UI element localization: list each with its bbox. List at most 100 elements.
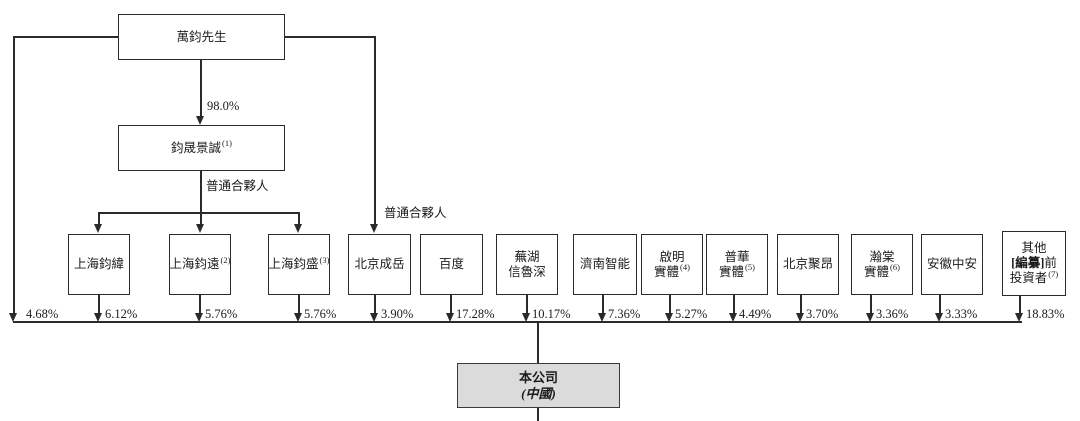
footnote-ref: (5) [745, 262, 755, 273]
arrowhead [94, 313, 102, 322]
connector-qiming-down [669, 295, 671, 313]
connector-gpvehicle-down [200, 171, 202, 224]
arrowhead-into-beijing-chengyue [370, 224, 378, 233]
arrowhead [866, 313, 874, 322]
connector-wuhu-xinlushen-down [526, 295, 528, 313]
ownership-percentage: 5.76% [205, 307, 238, 321]
redacted-tag: [編纂] [1011, 256, 1045, 270]
ownership-percentage: 7.36% [608, 307, 641, 321]
entity-name: 前 [1044, 256, 1057, 270]
footnote-ref: (6) [890, 262, 900, 273]
arrowhead [796, 313, 804, 322]
connector-bus-to-company [537, 322, 539, 363]
connector-other-investors-down [1019, 296, 1021, 313]
entity-name: 投資者 [1009, 271, 1048, 285]
entity-name: 蕪湖 [514, 249, 540, 264]
entity-name: 啟明 [659, 249, 685, 264]
entity-name: 萬鈞先生 [176, 29, 227, 44]
arrowhead [665, 313, 673, 322]
arrowhead [1015, 313, 1023, 322]
connector-hantang-down [870, 295, 872, 313]
connector-founder-left [13, 36, 118, 38]
connector-branch-right [298, 212, 300, 224]
box-shanghai-junwei: 上海鈞緯 [68, 234, 130, 295]
entity-name: 實體 [719, 264, 745, 279]
ownership-percentage: 3.90% [381, 307, 414, 321]
arrowhead-into-shanghai-junyuan [196, 224, 204, 233]
ownership-percentage: 4.49% [739, 307, 772, 321]
box-other-investors: 其他 [編纂]前 投資者(7) [1002, 231, 1066, 296]
entity-name: 北京聚昂 [782, 257, 833, 271]
connector-shanghai-junyuan-down [199, 295, 201, 313]
entity-name: 百度 [438, 257, 464, 271]
connector-shanghai-junwei-down [98, 295, 100, 313]
ownership-percentage: 17.28% [456, 307, 495, 321]
ownership-percentage-label: 98.0% [207, 99, 240, 113]
connector-founder-to-gpvehicle [200, 60, 202, 116]
entity-name: 其他 [1021, 241, 1047, 255]
box-puhua-entity: 普華 實體(5) [706, 234, 768, 295]
arrowhead-founder-direct [9, 313, 17, 322]
footnote-ref: (1) [222, 138, 232, 149]
connector-branch-left [98, 212, 100, 224]
ownership-percentage: 3.70% [806, 307, 839, 321]
arrowhead [935, 313, 943, 322]
connector-anhui-zhongan-down [939, 295, 941, 313]
connector-founder-right-down [374, 36, 376, 224]
entity-name: 上海鈞盛 [268, 257, 319, 271]
arrowhead-into-shanghai-junwei [94, 224, 102, 233]
arrowhead-into-gpvehicle [196, 116, 204, 125]
connector-branch-horizontal [98, 212, 300, 214]
box-jinan-zhineng: 濟南智能 [573, 234, 637, 295]
connector-bus-line [13, 321, 1022, 323]
entity-name: 瀚棠 [869, 249, 895, 264]
ownership-percentage: 4.68% [26, 307, 59, 321]
box-shanghai-junsheng: 上海鈞盛(3) [268, 234, 330, 295]
footnote-ref: (2) [220, 254, 231, 265]
entity-name: 北京成岳 [354, 257, 405, 271]
entity-name: 上海鈞遠 [169, 257, 220, 271]
company-name: 本公司 [518, 369, 558, 385]
connector-beijing-chengyue-down [374, 295, 376, 313]
box-anhui-zhongan: 安徽中安 [921, 234, 983, 295]
ownership-percentage: 6.12% [105, 307, 138, 321]
ownership-percentage: 5.27% [675, 307, 708, 321]
arrowhead [195, 313, 203, 322]
arrowhead [446, 313, 454, 322]
connector-jinan-zhineng-down [602, 295, 604, 313]
entity-name: 濟南智能 [579, 257, 630, 271]
box-junsheng-jingcheng: 鈞晟景誠(1) [118, 125, 285, 171]
arrowhead-into-shanghai-junsheng [294, 224, 302, 233]
arrowhead [522, 313, 530, 322]
general-partner-label: 普通合夥人 [206, 179, 269, 193]
connector-founder-right [284, 36, 375, 38]
entity-name: 安徽中安 [926, 257, 977, 271]
connector-company-down [537, 408, 539, 421]
connector-beijing-juang-down [800, 295, 802, 313]
entity-name: 實體 [654, 264, 680, 279]
connector-shanghai-junsheng-down [298, 295, 300, 313]
entity-name: 普華 [724, 249, 750, 264]
arrowhead [294, 313, 302, 322]
ownership-percentage: 10.17% [532, 307, 571, 321]
box-founder-wanjun: 萬鈞先生 [118, 14, 285, 60]
entity-name: 信魯深 [508, 264, 546, 279]
footnote-ref: (7) [1048, 268, 1059, 279]
box-shanghai-junyuan: 上海鈞遠(2) [169, 234, 231, 295]
box-beijing-chengyue: 北京成岳 [348, 234, 411, 295]
company-jurisdiction: (中國) [521, 385, 556, 401]
entity-name: 鈞晟景誠 [171, 140, 222, 155]
ownership-percentage: 5.76% [304, 307, 337, 321]
connector-baidu-down [450, 295, 452, 313]
ownership-percentage: 3.36% [876, 307, 909, 321]
box-qiming-entity: 啟明 實體(4) [641, 234, 703, 295]
box-beijing-juang: 北京聚昂 [777, 234, 839, 295]
entity-name: 上海鈞緯 [73, 257, 124, 271]
footnote-ref: (3) [319, 254, 330, 265]
box-baidu: 百度 [420, 234, 483, 295]
arrowhead [370, 313, 378, 322]
connector-founder-left-down [13, 36, 15, 313]
footnote-ref: (4) [680, 262, 690, 273]
arrowhead [729, 313, 737, 322]
